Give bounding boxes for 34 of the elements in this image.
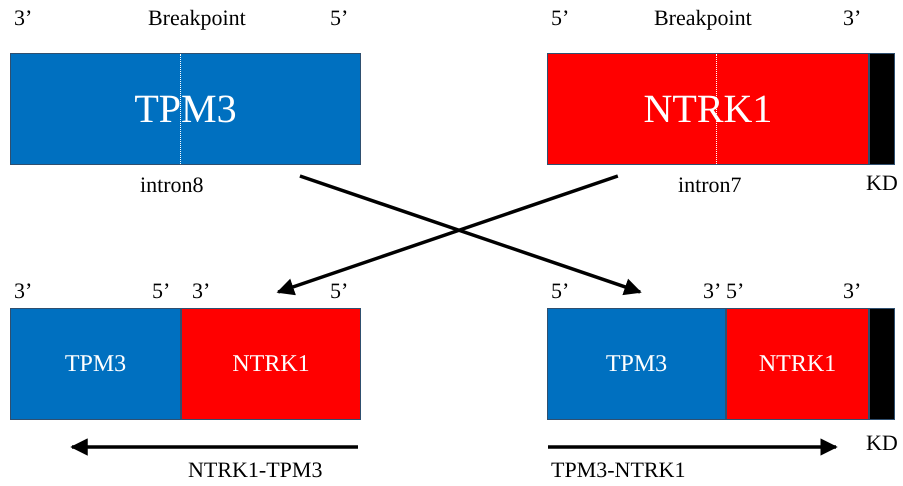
gene-name: TPM3 [134,89,237,129]
text-label: Breakpoint [148,4,246,32]
gene-name: NTRK1 [232,352,310,376]
gene-box [10,53,361,165]
gene-name: NTRK1 [644,89,772,129]
gene-name: NTRK1 [758,352,836,376]
text-label: 3’ [192,277,210,304]
domain-label: intron7 [678,174,742,196]
text-label: 5’ [330,277,348,304]
gene-box [547,308,726,420]
text-label: 5’ [726,277,744,304]
text-label: 3’ [843,4,862,32]
text-label: 3’ [703,277,722,304]
text-label: TPM3-NTRK1 [551,456,686,484]
text-label: Breakpoint [654,4,752,32]
gene-box [726,308,869,420]
text-label: 5’ [152,277,170,304]
gene-box [181,308,361,420]
gene-name: TPM3 [606,352,668,376]
text-label: 5’ [551,4,570,32]
domain-label: KD [866,432,898,454]
text-label: 3’ [14,277,32,304]
gene-box [547,53,869,165]
text-label: 3’ [843,277,862,304]
kinase-domain-bar [869,53,895,165]
text-label: 3’ [14,4,32,32]
domain-label: KD [866,172,898,194]
domain-label: intron8 [140,174,204,196]
text-label: 5’ [330,4,348,32]
gene-box [10,308,181,420]
text-label: NTRK1-TPM3 [188,456,322,484]
text-label: 5’ [551,277,570,304]
kinase-domain-bar [869,308,895,420]
gene-name: TPM3 [64,352,126,376]
